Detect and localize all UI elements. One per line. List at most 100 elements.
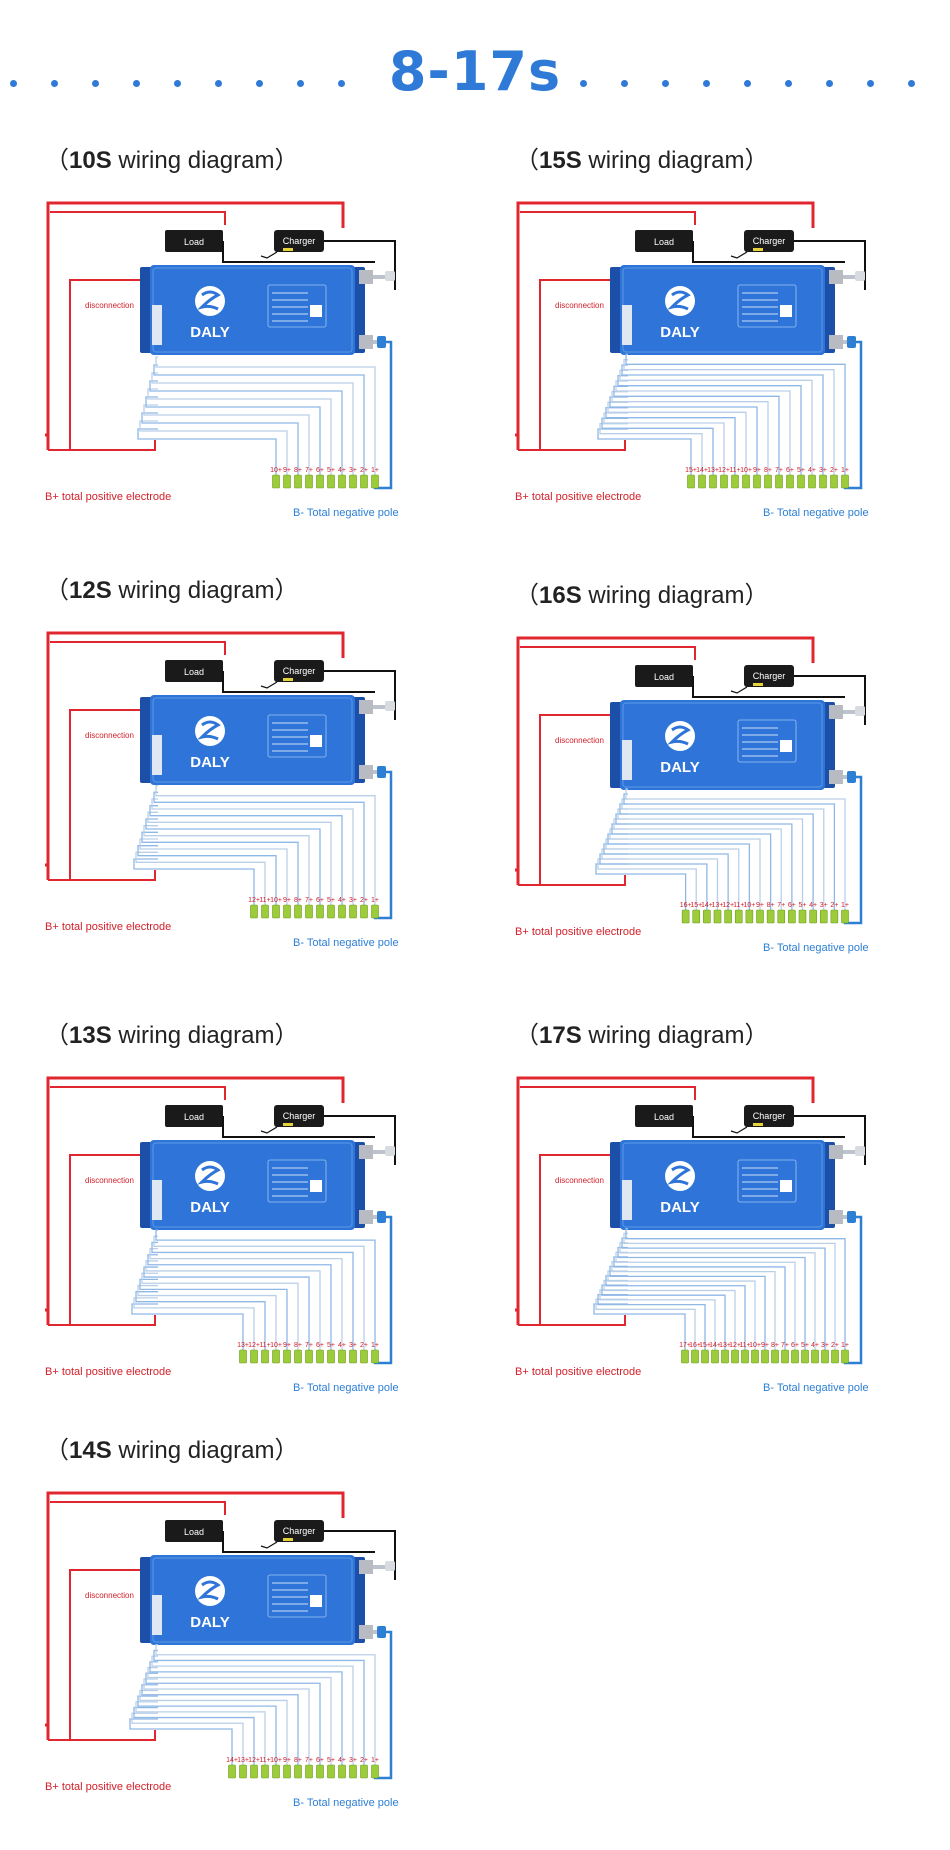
cell-terminal	[360, 474, 368, 489]
cell-terminal	[766, 909, 775, 924]
daly-logo-swirl	[667, 725, 691, 746]
bms-body	[150, 695, 355, 785]
cell-terminal	[777, 909, 786, 924]
bplus-label: B+ total positive electrode	[45, 1781, 171, 1793]
cell-label: 2+	[360, 1342, 368, 1349]
cell-label: 15+	[690, 902, 702, 909]
charger-led	[753, 248, 763, 251]
balance-wire	[141, 1272, 299, 1350]
charger-box	[274, 1520, 324, 1542]
charge-plug	[855, 706, 865, 716]
dot-decoration	[10, 80, 17, 87]
load-box	[165, 1105, 223, 1127]
bplus-label: B+ total positive electrode	[45, 1366, 171, 1378]
cell-label: 5+	[801, 1342, 809, 1349]
cell-terminal	[349, 1349, 357, 1364]
cell-label: 9+	[283, 1342, 291, 1349]
cell-terminal	[801, 1349, 809, 1364]
bplus-wire	[516, 636, 815, 885]
bms-left-bracket	[610, 1142, 622, 1228]
load-label: Load	[184, 1112, 204, 1122]
charge-plug	[385, 1561, 395, 1571]
bplus-label: B+ total positive electrode	[515, 1366, 641, 1378]
cell-label: 8+	[294, 1342, 302, 1349]
cell-label: 10+	[749, 1342, 761, 1349]
balance-connector	[152, 735, 162, 775]
cell-terminal	[819, 909, 828, 924]
cell-label: 1+	[371, 1757, 379, 1764]
bminus-label: B- Total negative pole	[763, 942, 869, 954]
balance-wire	[603, 843, 729, 910]
cell-label: 6+	[786, 467, 794, 474]
load-red-wire	[50, 211, 226, 225]
diagram-title: （12S wiring diagram）	[45, 570, 298, 605]
cell-terminal	[261, 1764, 269, 1779]
balance-wire	[151, 798, 354, 905]
balance-wire	[149, 380, 343, 475]
dot-decoration	[174, 80, 181, 87]
cell-terminal	[701, 1349, 709, 1364]
charger-plug-cord	[260, 1541, 278, 1549]
load-label: Load	[654, 672, 674, 682]
cell-label: 4+	[338, 467, 346, 474]
cell-label: 16+	[689, 1342, 701, 1349]
bms-body	[150, 1140, 355, 1230]
bplus-label: B+ total positive electrode	[45, 921, 171, 933]
balance-wire	[623, 793, 836, 910]
cell-label: 7+	[781, 1342, 789, 1349]
charge-plug	[855, 1146, 865, 1156]
cell-label: 7+	[305, 1342, 313, 1349]
cell-label: 4+	[338, 1342, 346, 1349]
cell-terminal	[283, 1764, 291, 1779]
balance-wire	[615, 380, 791, 475]
cell-terminal	[742, 474, 750, 489]
qr-code-icon	[780, 1180, 792, 1192]
bminus-label: B- Total negative pole	[293, 1797, 399, 1809]
cell-terminal	[791, 1349, 799, 1364]
diagram-title-close: ）	[744, 147, 769, 174]
cell-label: 6+	[316, 897, 324, 904]
load-red-wire	[520, 646, 696, 660]
daly-brand-text: DALY	[190, 324, 229, 341]
cell-label: 13+	[237, 1757, 249, 1764]
bms-right-bracket	[823, 267, 835, 353]
balance-wire	[597, 428, 692, 475]
balance-wire	[153, 1235, 365, 1350]
cell-label: 4+	[809, 902, 817, 909]
cell-label: 2+	[830, 467, 838, 474]
diagram-title-close: ）	[274, 1437, 299, 1464]
diagram-title-series: 15S	[539, 147, 582, 174]
cell-label: 11+	[259, 1342, 270, 1349]
bplus-label: B+ total positive electrode	[515, 491, 641, 503]
cell-label: 6+	[316, 1757, 324, 1764]
qr-code-icon	[310, 305, 322, 317]
diagram-title-word: wiring diagram	[581, 147, 745, 174]
bplus-wire	[46, 1076, 345, 1325]
cell-label: 3+	[349, 1342, 357, 1349]
bms-left-bracket	[140, 697, 152, 783]
cell-label: 10+	[270, 897, 282, 904]
balance-wire	[143, 404, 310, 475]
bminus-label: B- Total negative pole	[763, 1382, 869, 1394]
disconnection-wire	[69, 1569, 145, 1740]
cell-label: 3+	[349, 467, 357, 474]
cell-terminal	[371, 474, 379, 489]
cell-terminal	[349, 904, 357, 919]
charger-box	[744, 230, 794, 252]
cell-label: 3+	[819, 467, 827, 474]
disconnection-wire	[539, 279, 615, 450]
cell-terminal	[721, 1349, 729, 1364]
bminus-plug	[377, 1211, 386, 1223]
balance-wire	[147, 1666, 332, 1765]
bms-terminal-top	[829, 270, 843, 284]
daly-brand-text: DALY	[660, 1199, 699, 1216]
disconnection-label: disconnection	[85, 1176, 134, 1185]
right-dots-decoration	[570, 80, 950, 88]
bminus-plug	[847, 1211, 856, 1223]
balance-connector	[622, 740, 632, 780]
bms-spec-panel	[737, 1159, 797, 1203]
balance-wire	[153, 791, 365, 905]
